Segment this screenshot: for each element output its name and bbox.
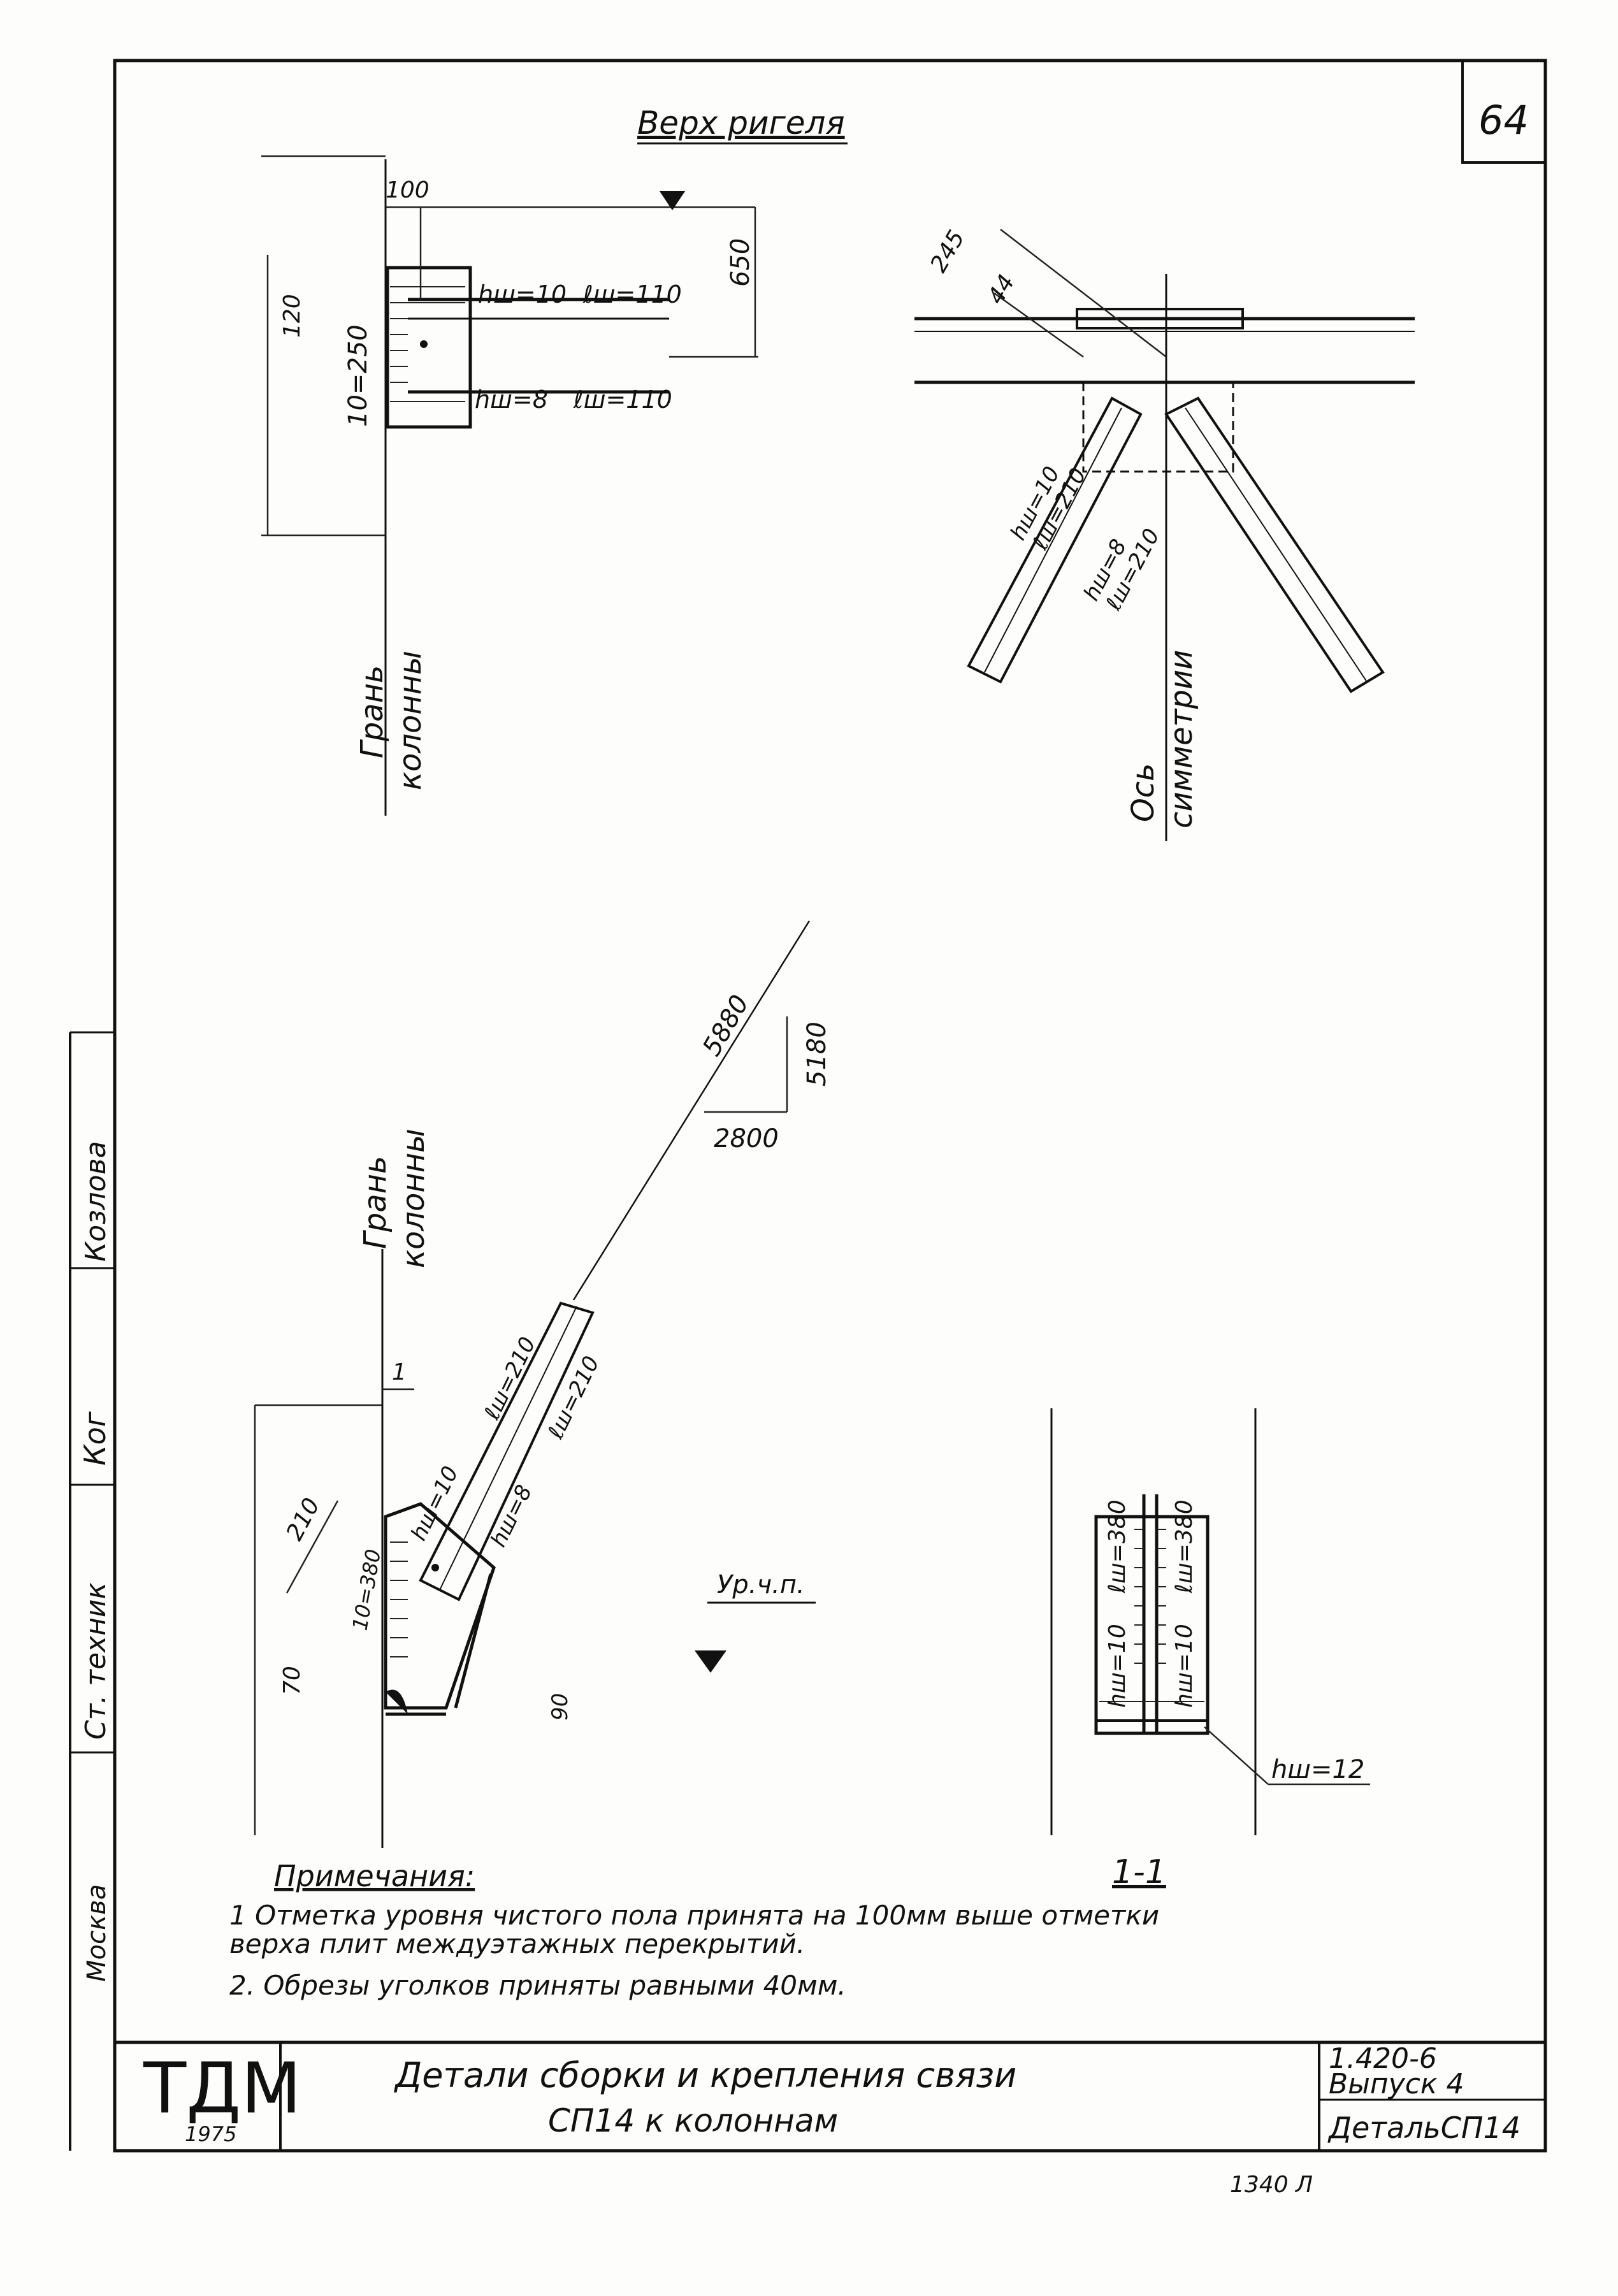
stamp-signature: Ког bbox=[78, 1411, 112, 1466]
footer-mark: 1340 Л bbox=[1230, 2172, 1313, 2198]
section-weld-right: hш=10 bbox=[1171, 1624, 1197, 1708]
note-line-1: 1 Отметка уровня чистого пола принята на… bbox=[229, 1900, 1159, 1931]
weld-top-len: ℓш=110 bbox=[582, 280, 682, 308]
weld-top: hш=10 bbox=[478, 280, 567, 308]
title-block: ТДМ 1975 Детали сборки и крепления связи… bbox=[115, 2040, 1545, 2151]
section-weld-right-len: ℓш=380 bbox=[1171, 1499, 1197, 1594]
brace-geometry: 5880 5180 2800 bbox=[572, 920, 832, 1301]
weld-bottom-bl: hш=8 bbox=[486, 1481, 537, 1551]
brace-axis-line bbox=[572, 920, 811, 1301]
gusset-plate bbox=[386, 266, 472, 429]
stamp-name: Козлова bbox=[80, 1141, 112, 1262]
floor-level: Ур.ч.п. bbox=[717, 1570, 805, 1599]
section-1-1: hш=10 ℓш=380 hш=10 ℓш=380 hш=12 1-1 bbox=[1050, 1408, 1370, 1891]
issue: Выпуск 4 bbox=[1329, 2068, 1464, 2100]
brace-span: 2800 bbox=[714, 1124, 779, 1153]
org-logo: ТДМ bbox=[143, 2047, 301, 2129]
detail-top-right: 245 44 hш=10 ℓш=210 hш=8 ℓш=210 Ось симм… bbox=[914, 226, 1415, 841]
dim-90: 90 bbox=[547, 1693, 573, 1721]
detail-bottom-left: 1 hш=10 ℓш=210 hш=8 ℓш=210 210 10=380 70… bbox=[254, 1129, 816, 1848]
axis-label-2: симметрии bbox=[1164, 650, 1199, 828]
level-arrow bbox=[660, 191, 685, 210]
brace-height: 5180 bbox=[802, 1022, 832, 1087]
title-line-1: Детали сборки и крепления связи bbox=[394, 2055, 1016, 2095]
section-weld-left: hш=10 bbox=[1104, 1624, 1130, 1708]
face-label-2: колонны bbox=[393, 651, 428, 790]
section-title: 1-1 bbox=[1112, 1853, 1166, 1891]
note-line-2: верха плит междуэтажных перекрытий. bbox=[229, 1928, 805, 1960]
floor-level-arrow bbox=[695, 1650, 726, 1673]
dim-650: 650 bbox=[726, 238, 755, 287]
note-line-3: 2. Обрезы уголков приняты равными 40мм. bbox=[229, 1970, 846, 2001]
axis-label-1: Ось bbox=[1125, 763, 1161, 822]
notes: Примечания: 1 Отметка уровня чистого пол… bbox=[229, 1859, 1159, 2001]
dim-plate-bl: 10=380 bbox=[347, 1547, 386, 1632]
title-line-2: СП14 к колоннам bbox=[548, 2102, 838, 2139]
sheet-frame bbox=[113, 59, 1547, 2153]
series: 1.420-6 bbox=[1329, 2042, 1437, 2075]
dim-120: 120 bbox=[279, 294, 305, 338]
dim-70: 70 bbox=[279, 1666, 305, 1695]
face-label-bl-1: Грань bbox=[358, 1156, 393, 1249]
face-label-bl-2: колонны bbox=[396, 1129, 431, 1268]
sheet-number-box bbox=[1461, 61, 1545, 164]
dim-1: 1 bbox=[392, 1359, 407, 1385]
dim-210: 210 bbox=[282, 1494, 325, 1545]
weld-bottom-len: ℓш=110 bbox=[573, 386, 672, 414]
notes-heading: Примечания: bbox=[274, 1859, 475, 1893]
label-top-of-beam: Верх ригеля bbox=[637, 105, 845, 141]
dim-plate: 10=250 bbox=[343, 324, 373, 427]
dim-245: 245 bbox=[925, 226, 970, 277]
detail-code: ДетальСП14 bbox=[1327, 2111, 1520, 2145]
detail-top-left: Верх ригеля 100 650 120 10=250 hш=10 ℓш=… bbox=[261, 105, 848, 816]
year: 1975 bbox=[185, 2122, 236, 2146]
weld-bottom: hш=8 bbox=[475, 386, 548, 414]
section-weld-left-len: ℓш=380 bbox=[1104, 1499, 1130, 1594]
sheet-number: 64 bbox=[1478, 97, 1529, 143]
stamp-city: Москва bbox=[82, 1884, 112, 1982]
face-label-1: Грань bbox=[354, 665, 390, 758]
dim-44: 44 bbox=[983, 270, 1020, 308]
stamp-role: Ст. техник bbox=[80, 1582, 112, 1740]
brace-length: 5880 bbox=[697, 990, 755, 1061]
section-weld-base: hш=12 bbox=[1271, 1755, 1364, 1784]
dim-100: 100 bbox=[386, 177, 430, 203]
weld-top-len-bl: ℓш=210 bbox=[479, 1333, 541, 1424]
